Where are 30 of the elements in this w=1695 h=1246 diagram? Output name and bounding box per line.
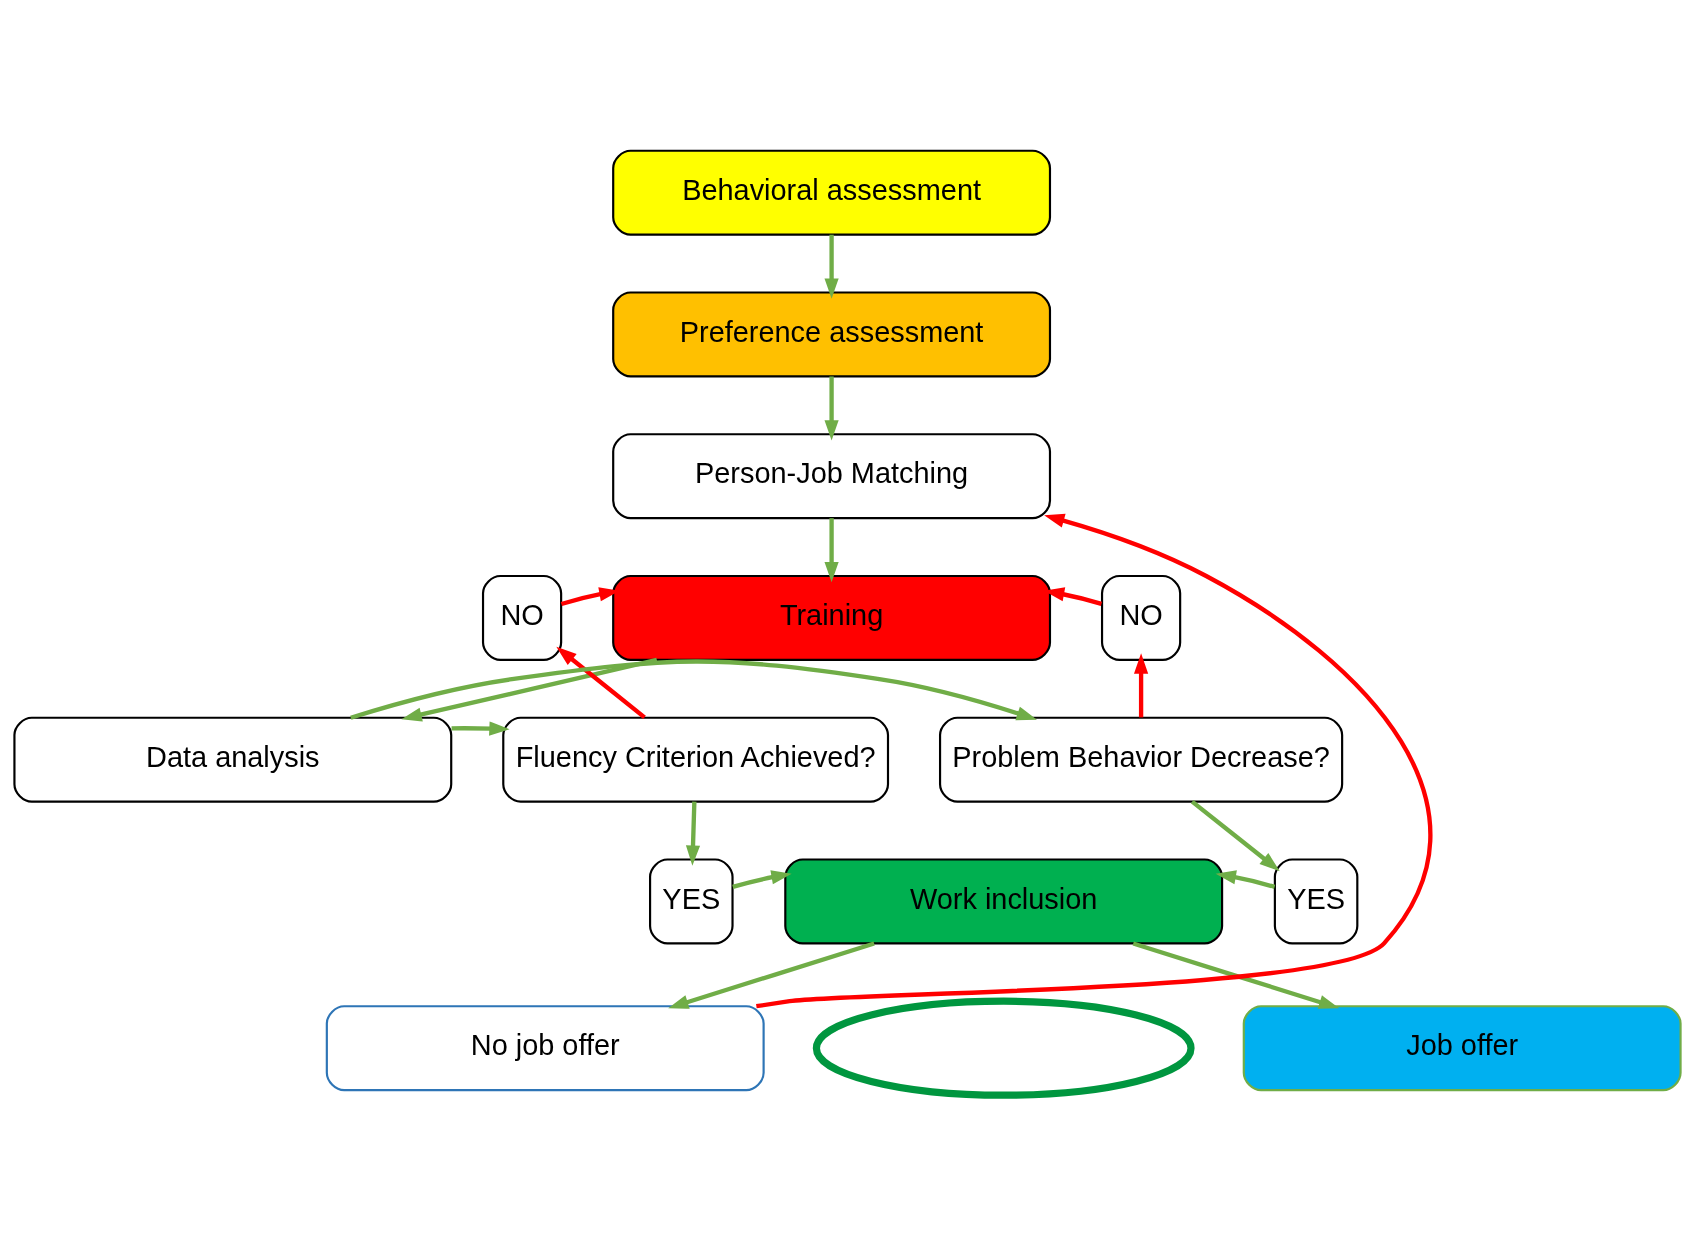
arrow (451, 721, 510, 736)
node-box: Behavioral assessment (612, 149, 1052, 236)
arrow (350, 659, 1037, 721)
arrow (756, 513, 1433, 1009)
arrow (1215, 870, 1276, 889)
node-box: NO (1100, 574, 1182, 661)
arrow (824, 518, 839, 583)
arrow (401, 657, 658, 722)
arrow (1190, 799, 1280, 872)
arrow (732, 870, 792, 889)
arrow (668, 941, 875, 1009)
node-box: Training (612, 574, 1052, 661)
node-ellipse (812, 997, 1195, 1099)
node-box: No job offer (325, 1005, 765, 1092)
node-box: Problem Behavior Decrease? (938, 716, 1344, 803)
node-box: Preference assessment (612, 291, 1052, 378)
arrow (556, 646, 646, 720)
node-box: Work inclusion (784, 858, 1224, 945)
arrow (824, 376, 839, 441)
node-box: YES (1273, 858, 1359, 945)
node-box: Job offer (1242, 1005, 1682, 1092)
node-box: NO (481, 574, 563, 661)
arrow (685, 801, 701, 866)
node-box: Data analysis (13, 716, 453, 803)
arrow (824, 234, 839, 299)
node-box: YES (649, 858, 734, 945)
node-box: Person-Job Matching (612, 433, 1052, 520)
node-box: Fluency Criterion Achieved? (502, 716, 890, 803)
arrow (1132, 941, 1340, 1009)
arrow (1134, 653, 1149, 718)
